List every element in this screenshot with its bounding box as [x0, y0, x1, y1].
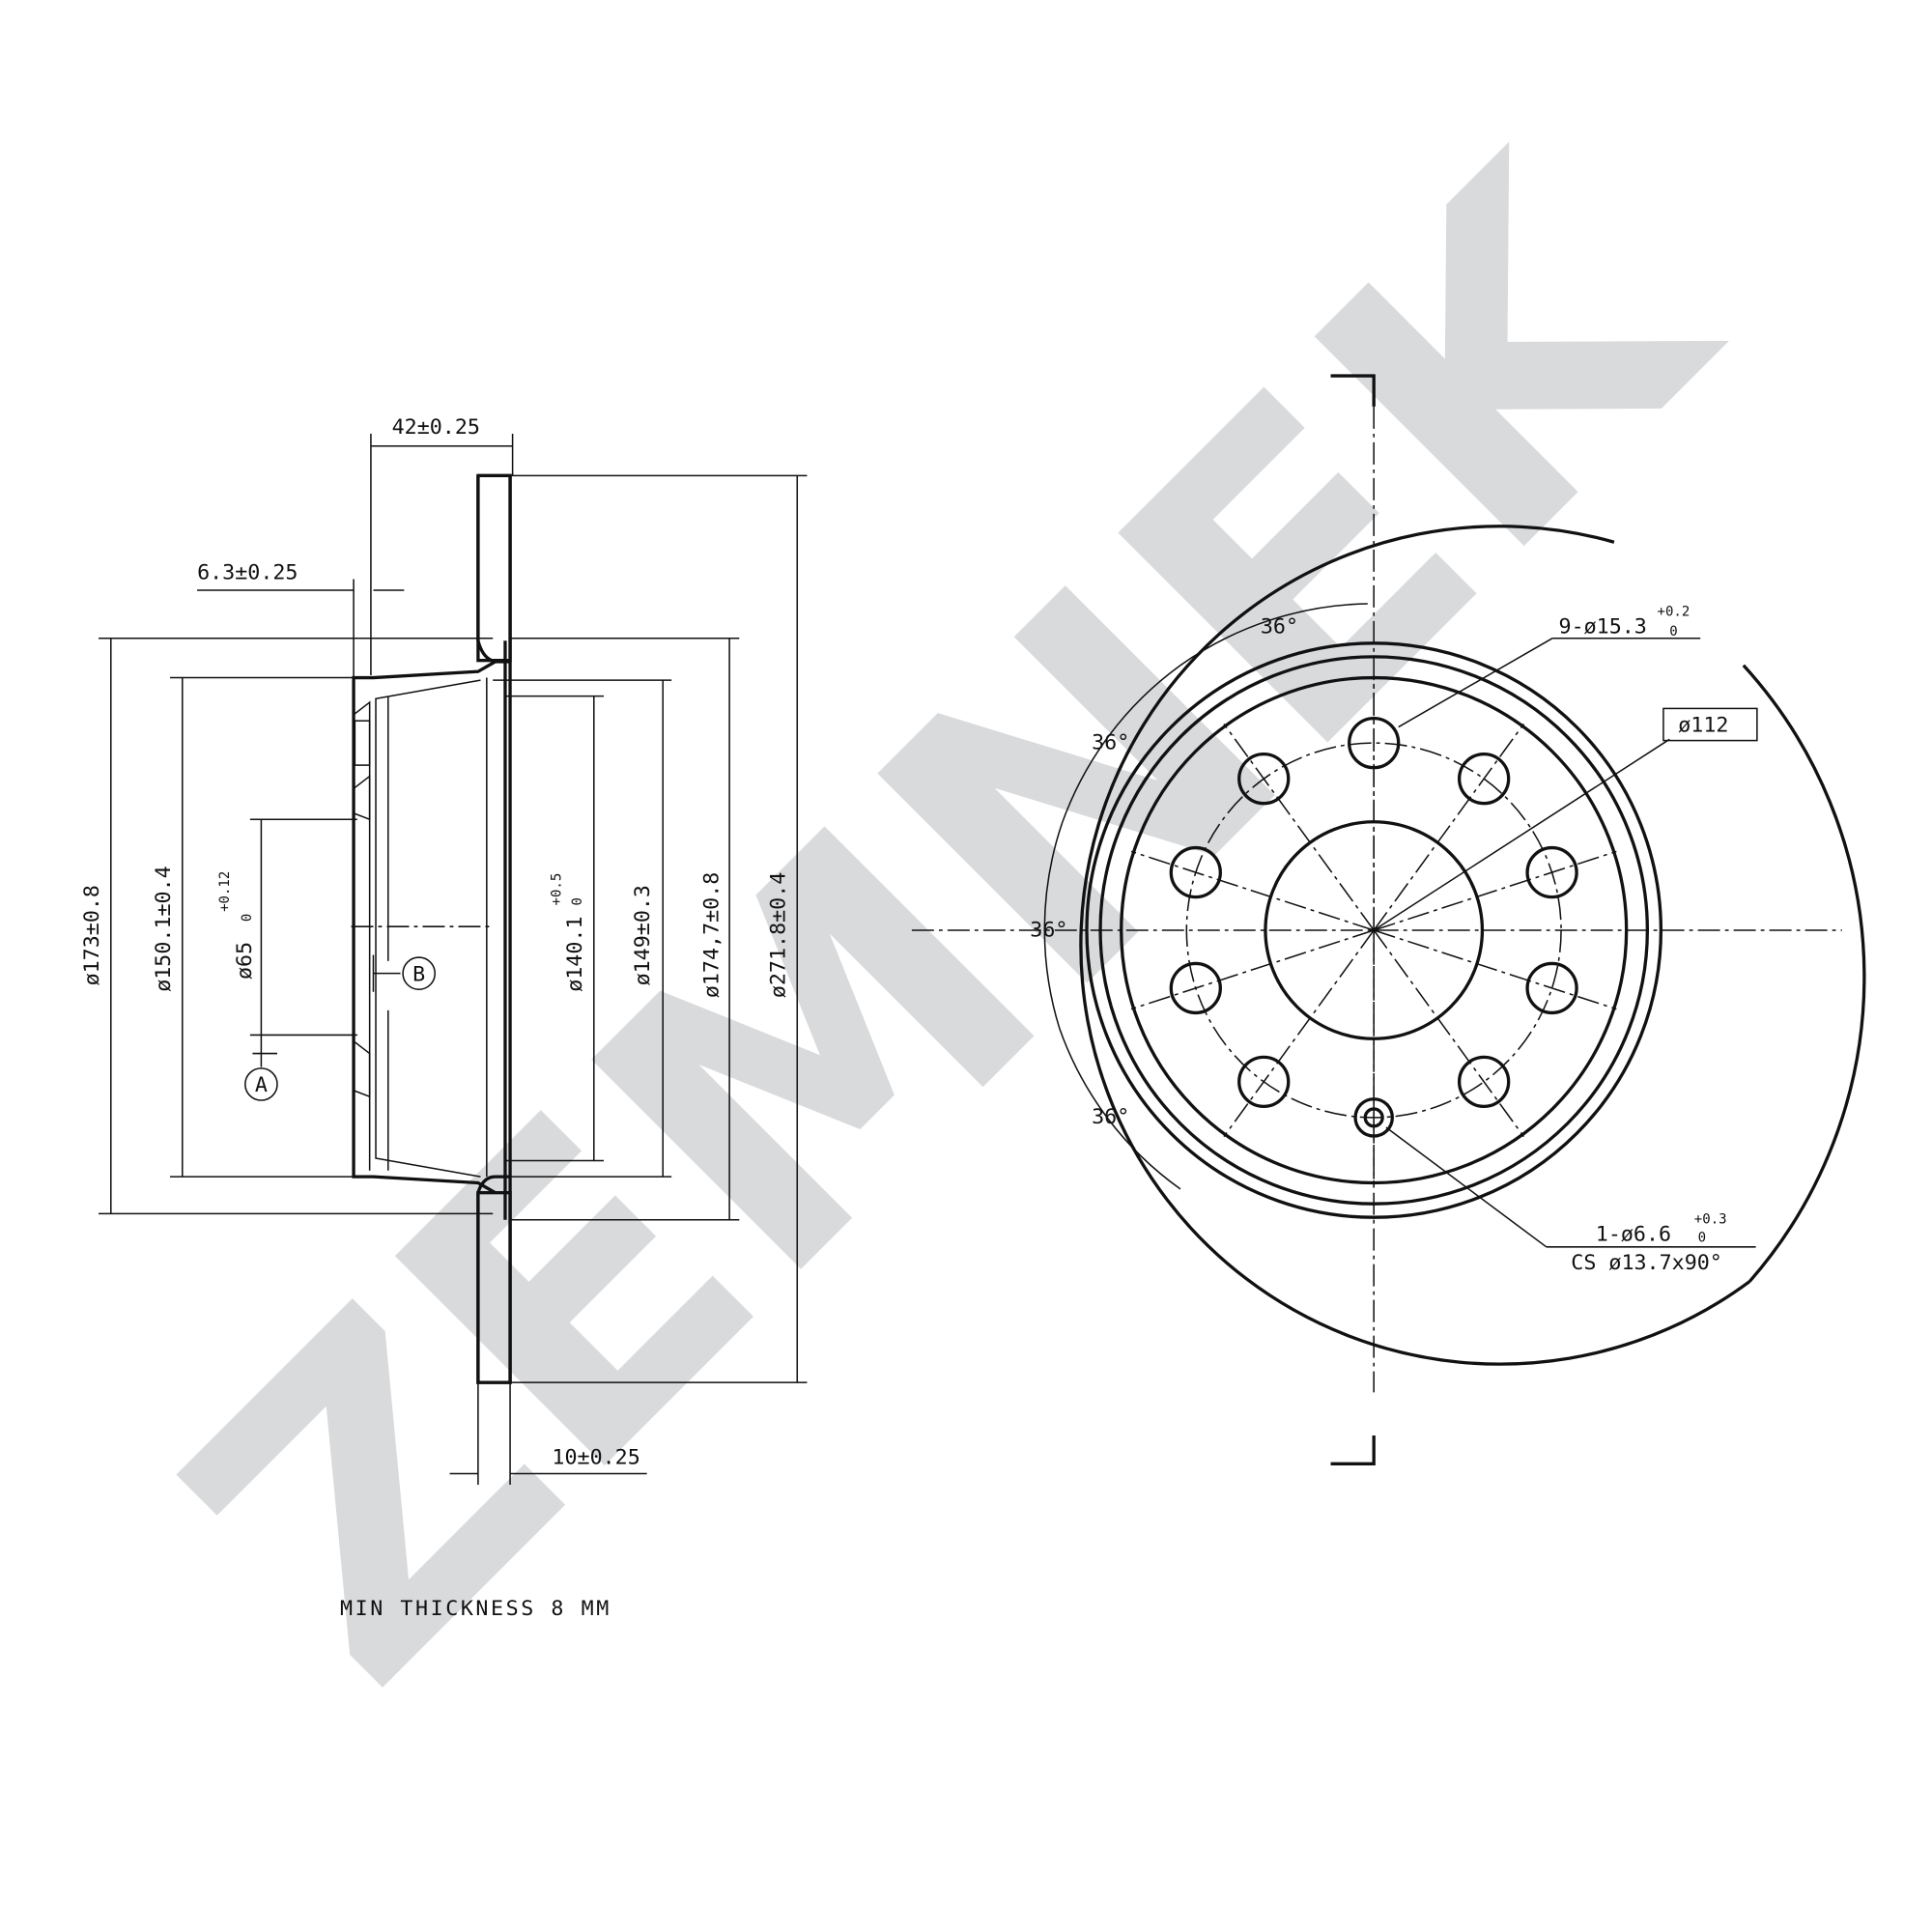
dim-offset: 42±0.25 [392, 415, 480, 440]
small-hole [1353, 1097, 1394, 1138]
disc-outer-arc-right [1742, 664, 1866, 1283]
datum-b: B [412, 962, 425, 986]
dim-d140-tol-lower: 0 [570, 897, 585, 905]
dim-d65-tol-lower: 0 [240, 914, 255, 922]
hole-centerline [1130, 850, 1375, 931]
front-view: 36° 36° 36° 36° 9-ø15.3 +0.2 0 ø112 1-ø6… [911, 374, 1866, 1465]
holes-label: 9-ø15.3 [1559, 615, 1647, 639]
min-thickness-note: MIN THICKNESS 8 MM [340, 1597, 611, 1621]
pcd-label: ø112 [1678, 714, 1728, 738]
angle-label-1: 36° [1261, 615, 1298, 639]
bolt-hole [1525, 961, 1578, 1015]
small-hole-label: 1-ø6.6 [1596, 1222, 1671, 1246]
hole-centerline [1223, 723, 1375, 931]
dim-d150: ø150.1±0.4 [152, 866, 176, 991]
countersink-label: CS ø13.7x90° [1571, 1251, 1722, 1275]
dim-d174: ø174,7±0.8 [700, 872, 724, 998]
small-hole-tol-upper: +0.3 [1694, 1212, 1727, 1228]
dim-d173: ø173±0.8 [80, 885, 104, 985]
dim-d65: ø65 [233, 942, 257, 980]
dim-thickness: 10±0.25 [552, 1445, 639, 1469]
dim-d140-tol-upper: +0.5 [549, 873, 564, 906]
pcd-box [1662, 707, 1758, 742]
dim-d140: ø140.1 [563, 916, 587, 991]
datum-b-marker [402, 956, 437, 990]
hole-centerline [1223, 929, 1375, 1138]
bolt-hole [1525, 845, 1578, 899]
bolt-hole [1237, 752, 1291, 806]
bolt-hole [1348, 716, 1401, 770]
bolt-hole [1457, 1055, 1511, 1109]
holes-tol-lower: 0 [1669, 624, 1677, 639]
dim-d149: ø149±0.3 [631, 885, 655, 985]
bolt-hole [1169, 961, 1222, 1015]
small-hole-bore [1363, 1107, 1384, 1128]
hole-centerline [1373, 929, 1617, 1010]
angle-label-2: 36° [1092, 731, 1129, 755]
holes-tol-upper: +0.2 [1658, 605, 1690, 620]
dim-d271: ø271.8±0.4 [767, 872, 791, 998]
hole-centerline [1130, 929, 1375, 1010]
watermark: ZEMNEK [103, 72, 1800, 1769]
hole-centerline [1373, 929, 1525, 1138]
dim-hat-thickness: 6.3±0.25 [197, 560, 298, 584]
hole-centerline [1373, 850, 1617, 931]
section-view: A B 42±0.25 6.3±0.25 ø173±0.8 ø150.1±0.4… [80, 415, 808, 1621]
datum-a: A [255, 1073, 268, 1097]
bolt-hole [1457, 752, 1511, 806]
bolt-holes [1130, 674, 1617, 1186]
hole-centerline [1373, 723, 1525, 931]
svg-text:ZEMNEK: ZEMNEK [103, 72, 1800, 1769]
bolt-hole [1237, 1055, 1291, 1109]
angle-label-4: 36° [1092, 1105, 1129, 1129]
angle-label-3: 36° [1030, 918, 1067, 942]
bolt-hole [1169, 845, 1222, 899]
datum-a-marker [244, 1067, 278, 1101]
disc-outer-edge [1079, 525, 1751, 1366]
dim-d65-tol-upper: +0.12 [217, 871, 233, 912]
small-hole-tol-lower: 0 [1698, 1231, 1706, 1246]
